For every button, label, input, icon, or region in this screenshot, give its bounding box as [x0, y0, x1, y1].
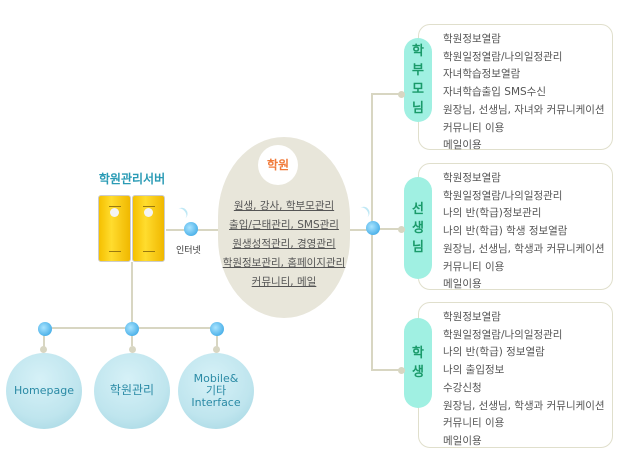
connector-line	[371, 369, 404, 371]
antenna-icon	[366, 221, 380, 235]
connector-dot	[213, 346, 220, 353]
hub-feature: 학원정보관리, 홈페이지관리	[222, 257, 346, 269]
role-feature: 커뮤니티 이용	[443, 417, 505, 430]
antenna-icon	[125, 322, 139, 336]
connector-dot	[398, 367, 405, 374]
role-tab-char: 생	[412, 220, 424, 236]
role-feature: 메일이용	[443, 139, 482, 152]
server-icon	[98, 195, 131, 262]
client-academy-mgmt: 학원관리	[94, 353, 170, 429]
connector-line	[43, 327, 45, 349]
role-feature: 학원정보열람	[443, 33, 501, 45]
role-feature: 학원정보열람	[443, 172, 501, 184]
connector-dot	[129, 346, 136, 353]
role-feature: 나의 반(학급) 정보열람	[443, 346, 545, 359]
server-icon	[132, 195, 165, 262]
role-tab-char: 님	[412, 101, 424, 116]
role-feature: 원장님, 선생님, 학생과 커뮤니케이션	[443, 242, 605, 255]
hub-title: 학원	[258, 145, 298, 185]
connector-dot	[398, 91, 405, 98]
connector-line	[371, 228, 404, 230]
hub-feature: 원생성적관리, 경영관리	[232, 238, 336, 250]
hub-feature: 원생, 강사, 학부모관리	[233, 200, 335, 212]
role-feature: 수강신청	[443, 381, 482, 394]
role-feature: 학원일정열람/나의일정관리	[443, 328, 563, 341]
antenna-icon	[184, 222, 198, 236]
connector-line	[216, 327, 218, 349]
role-tab-char: 생	[412, 365, 424, 380]
role-feature: 자녀학습출입 SMS수신	[443, 86, 547, 99]
hub-feature: 커뮤니티, 메일	[251, 276, 317, 288]
role-feature: 나의 반(학급) 학생 정보열람	[443, 225, 568, 238]
role-feature: 메일이용	[443, 434, 482, 447]
role-feature: 나의 출입정보	[443, 364, 505, 377]
role-feature: 학원정보열람	[443, 311, 501, 323]
role-tab-char: 님	[412, 239, 424, 255]
role-feature: 커뮤니티 이용	[443, 121, 505, 134]
antenna-icon	[38, 322, 52, 336]
role-tab-char: 학	[412, 44, 424, 59]
connector-dot	[40, 346, 47, 353]
role-feature: 원장님, 선생님, 자녀와 커뮤니케이션	[443, 103, 605, 116]
internet-label: 인터넷	[176, 246, 201, 256]
connector-line	[131, 262, 133, 346]
role-feature: 학원일정열람/나의일정관리	[443, 189, 563, 202]
hub-feature: 출입/근태관리, SMS관리	[229, 219, 339, 231]
role-tab-char: 선	[412, 201, 424, 217]
role-feature: 자녀학습정보열람	[443, 68, 521, 81]
server-title: 학원관리서버	[98, 172, 166, 186]
role-tab-char: 모	[412, 82, 424, 97]
connector-line	[371, 93, 404, 95]
role-tab-char: 부	[412, 63, 424, 78]
client-mobile: Mobile& 기타 Interface	[178, 353, 254, 429]
role-feature: 나의 반(학급)정보관리	[443, 207, 542, 220]
role-feature: 학원일정열람/나의일정관리	[443, 50, 563, 63]
connector-dot	[398, 226, 405, 233]
role-tab-char: 학	[412, 346, 424, 361]
connector-line	[350, 229, 372, 231]
role-feature: 원장님, 선생님, 학생과 커뮤니케이션	[443, 399, 605, 412]
client-homepage: Homepage	[6, 353, 82, 429]
role-feature: 메일이용	[443, 278, 482, 291]
antenna-icon	[210, 322, 224, 336]
role-feature: 커뮤니티 이용	[443, 260, 505, 273]
